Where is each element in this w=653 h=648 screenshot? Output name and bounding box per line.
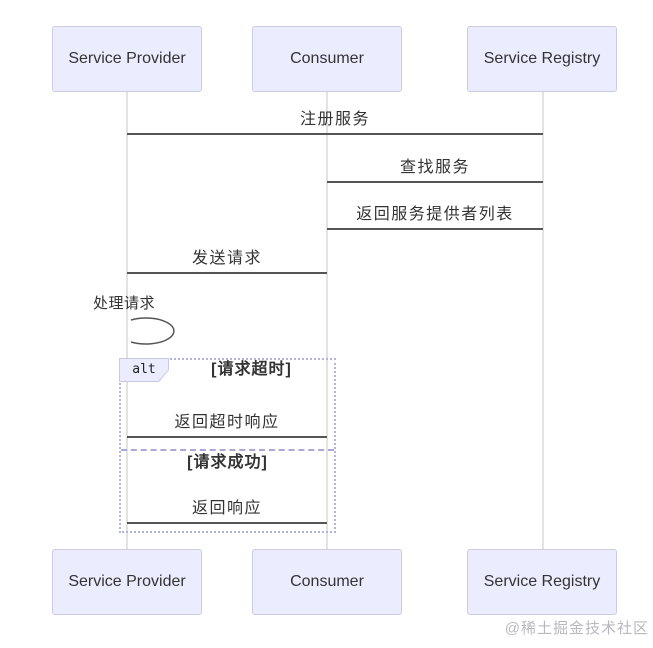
self-message-loop — [130, 317, 175, 345]
participant-label: Service Registry — [483, 50, 601, 67]
participant-box-consumer-bottom: Consumer — [252, 549, 402, 615]
alt-fragment-label-text: alt — [120, 359, 168, 381]
participant-box-service-provider-bottom: Service Provider — [52, 549, 202, 615]
alt-branch-divider — [121, 449, 334, 451]
participant-label: Consumer — [290, 50, 364, 67]
message-label-find-service: 查找服务 — [399, 159, 471, 176]
participant-label: Service Provider — [68, 50, 186, 67]
alt-fragment-label: alt — [119, 358, 169, 382]
participant-label: Service Registry — [483, 573, 601, 590]
alt-fragment-frame — [119, 358, 336, 533]
message-label-register-service: 注册服务 — [299, 111, 371, 128]
alt-condition-success: [请求成功] — [187, 454, 268, 471]
watermark: @稀土掘金技术社区 — [504, 620, 649, 637]
participant-box-service-provider-top: Service Provider — [52, 26, 202, 92]
message-label-return-provider-list: 返回服务提供者列表 — [356, 206, 514, 223]
participant-box-service-registry-top: Service Registry — [467, 26, 617, 92]
participant-box-consumer-top: Consumer — [252, 26, 402, 92]
message-label-process-request: 处理请求 — [93, 295, 156, 312]
message-label-return-timeout-response: 返回超时响应 — [174, 414, 280, 431]
participant-box-service-registry-bottom: Service Registry — [467, 549, 617, 615]
message-label-send-request: 发送请求 — [191, 250, 263, 267]
participant-label: Consumer — [290, 573, 364, 590]
participant-label: Service Provider — [68, 573, 186, 590]
message-label-return-response: 返回响应 — [191, 500, 263, 517]
alt-condition-timeout: [请求超时] — [211, 361, 292, 378]
